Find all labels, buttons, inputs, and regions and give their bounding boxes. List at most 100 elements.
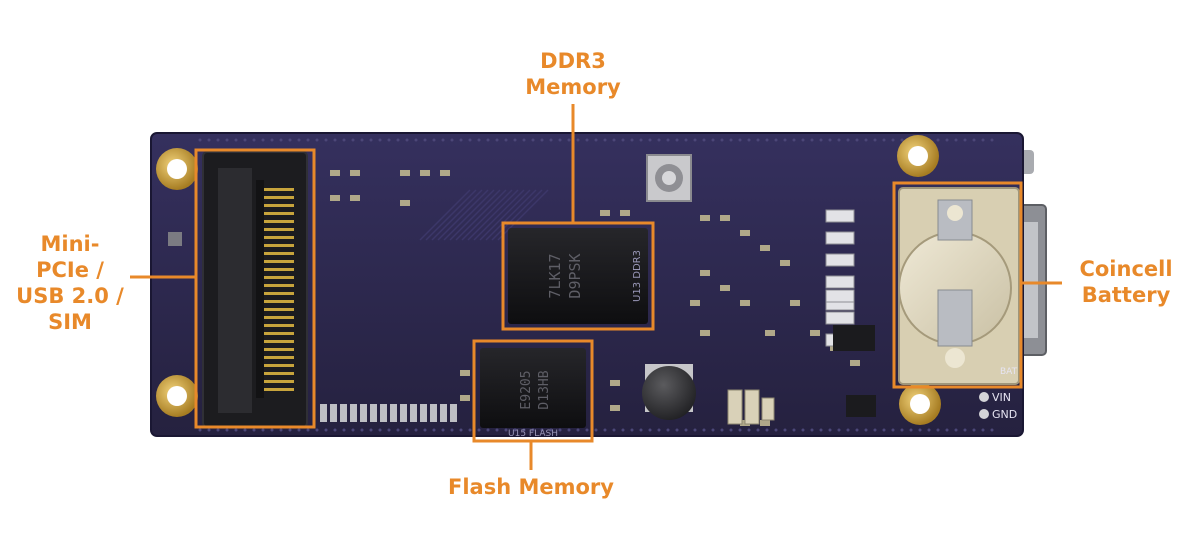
smd-component bbox=[810, 330, 820, 336]
edge-via bbox=[315, 138, 319, 142]
ddr3-chip: 7LK17 D9PSK U13 DDR3 bbox=[508, 228, 648, 324]
highlight-ddr3 bbox=[501, 221, 655, 331]
edge-via bbox=[648, 138, 652, 142]
edge-via bbox=[675, 428, 679, 432]
connector-pin bbox=[264, 340, 294, 343]
smd-component bbox=[610, 380, 620, 386]
edge-via bbox=[585, 428, 589, 432]
smd-component bbox=[600, 210, 610, 216]
connector-pin bbox=[264, 300, 294, 303]
edge-via bbox=[711, 428, 715, 432]
flash-silkscreen: U15 FLASH bbox=[508, 429, 558, 439]
highlight-mini-pcie bbox=[194, 148, 316, 429]
edge-via bbox=[594, 138, 598, 142]
trace bbox=[461, 189, 513, 241]
edge-via bbox=[720, 138, 724, 142]
smd-component bbox=[420, 170, 430, 176]
trace bbox=[431, 189, 483, 241]
edge-via bbox=[828, 428, 832, 432]
edge-via bbox=[369, 428, 373, 432]
edge-via bbox=[306, 428, 310, 432]
edge-via bbox=[648, 428, 652, 432]
edge-via bbox=[729, 138, 733, 142]
smd-component bbox=[610, 405, 620, 411]
capacitor bbox=[744, 389, 760, 425]
coincell-holder: BAT bbox=[898, 187, 1020, 385]
edge-via bbox=[747, 428, 751, 432]
edge-via bbox=[702, 138, 706, 142]
edge-via bbox=[756, 138, 760, 142]
connector-pin bbox=[264, 284, 294, 287]
edge-via bbox=[378, 138, 382, 142]
standoff bbox=[646, 154, 692, 202]
edge-via bbox=[504, 428, 508, 432]
edge-via bbox=[198, 428, 202, 432]
edge-via bbox=[468, 428, 472, 432]
capacitor bbox=[825, 275, 855, 289]
edge-via bbox=[612, 138, 616, 142]
label-flash-line-1: Flash Memory bbox=[448, 475, 614, 499]
label-ddr3-line-1: DDR3 bbox=[540, 49, 606, 73]
connector-pin bbox=[264, 220, 294, 223]
edge-via bbox=[666, 428, 670, 432]
resistor bbox=[420, 404, 427, 422]
mounting-hole-top-right bbox=[897, 135, 939, 177]
edge-via bbox=[567, 428, 571, 432]
edge-via bbox=[558, 428, 562, 432]
edge-via bbox=[468, 138, 472, 142]
label-ddr3-memory: DDR3 Memory bbox=[498, 48, 648, 100]
capacitor bbox=[761, 397, 775, 421]
edge-via bbox=[828, 138, 832, 142]
edge-via bbox=[945, 428, 949, 432]
edge-via bbox=[837, 138, 841, 142]
connector-pin bbox=[264, 356, 294, 359]
edge-via bbox=[801, 428, 805, 432]
edge-via bbox=[198, 138, 202, 142]
edge-via bbox=[279, 138, 283, 142]
edge-via bbox=[342, 428, 346, 432]
trace bbox=[419, 189, 471, 241]
edge-via bbox=[333, 428, 337, 432]
edge-via bbox=[549, 428, 553, 432]
edge-via bbox=[252, 428, 256, 432]
label-mini-pcie-line-3: USB 2.0 / bbox=[16, 284, 124, 308]
connector-pin bbox=[264, 212, 294, 215]
edge-via bbox=[297, 138, 301, 142]
resistor bbox=[390, 404, 397, 422]
label-mini-pcie: Mini- PCIe / USB 2.0 / SIM bbox=[0, 231, 140, 335]
connector-pin bbox=[264, 188, 294, 191]
connector-pin bbox=[264, 388, 294, 391]
edge-via bbox=[378, 428, 382, 432]
edge-via bbox=[234, 428, 238, 432]
edge-via bbox=[792, 138, 796, 142]
mounting-hole-bottom-left bbox=[156, 375, 198, 417]
ddr3-silkscreen: U13 DDR3 bbox=[632, 250, 643, 302]
edge-via bbox=[414, 138, 418, 142]
edge-via bbox=[900, 138, 904, 142]
edge-via bbox=[720, 428, 724, 432]
edge-via bbox=[765, 138, 769, 142]
edge-via bbox=[837, 428, 841, 432]
edge-via bbox=[522, 428, 526, 432]
edge-via bbox=[864, 428, 868, 432]
connector-pin bbox=[264, 196, 294, 199]
edge-via bbox=[207, 428, 211, 432]
edge-via bbox=[666, 138, 670, 142]
edge-via bbox=[297, 428, 301, 432]
edge-via bbox=[333, 138, 337, 142]
edge-via bbox=[486, 428, 490, 432]
edge-via bbox=[603, 428, 607, 432]
edge-via bbox=[279, 428, 283, 432]
label-flash-memory: Flash Memory bbox=[420, 474, 642, 500]
capacitor bbox=[825, 311, 855, 325]
bat-label: BAT bbox=[1000, 367, 1018, 377]
connector-pin bbox=[264, 380, 294, 383]
edge-via bbox=[954, 428, 958, 432]
edge-via bbox=[774, 138, 778, 142]
edge-via bbox=[549, 138, 553, 142]
edge-via bbox=[441, 428, 445, 432]
small-ic bbox=[833, 325, 875, 351]
smd-component bbox=[400, 200, 410, 206]
edge-via bbox=[819, 138, 823, 142]
